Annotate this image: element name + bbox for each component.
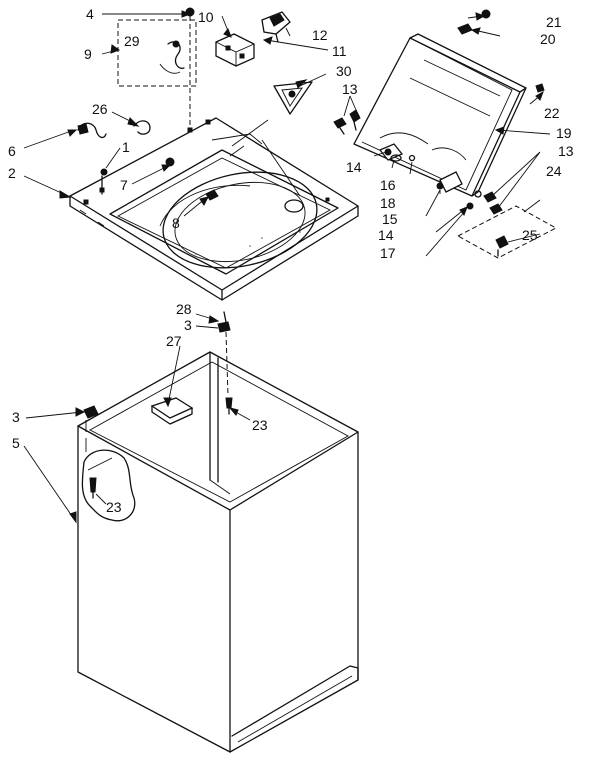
callout-10: 10 (198, 9, 214, 25)
callout-30: 30 (336, 63, 352, 79)
callout-27: 27 (166, 333, 182, 349)
top-cover (69, 117, 359, 301)
callout-1: 1 (122, 139, 130, 155)
callout-14-lower: 14 (378, 227, 394, 243)
callout-28: 28 (176, 301, 192, 317)
callout-labels: 4 9 29 10 12 11 30 13 21 20 22 19 13 24 … (8, 6, 574, 515)
callout-17: 17 (380, 245, 396, 261)
callout-6: 6 (8, 143, 16, 159)
callout-15: 15 (382, 211, 398, 227)
small-parts (77, 7, 545, 425)
callout-21: 21 (546, 14, 562, 30)
callout-22: 22 (544, 105, 560, 121)
callout-26: 26 (92, 101, 108, 117)
callout-11: 11 (332, 43, 347, 59)
callout-19: 19 (556, 125, 572, 141)
callout-13-lower: 13 (558, 143, 574, 159)
callout-9: 9 (84, 46, 92, 62)
callout-8: 8 (172, 215, 180, 231)
callout-23-lower: 23 (106, 499, 122, 515)
callout-2: 2 (8, 165, 16, 181)
arrowheads (59, 10, 544, 524)
callout-13-upper: 13 (342, 81, 358, 97)
callout-16: 16 (380, 177, 396, 193)
callout-3-upper: 3 (184, 317, 192, 333)
callout-12: 12 (312, 27, 328, 43)
callout-23-upper: 23 (252, 417, 268, 433)
callout-4: 4 (86, 6, 94, 22)
grouping-boxes (117, 19, 558, 259)
callout-20: 20 (540, 31, 556, 47)
callout-24: 24 (546, 163, 562, 179)
callout-18: 18 (380, 195, 396, 211)
callout-25: 25 (522, 227, 538, 243)
callout-7: 7 (120, 177, 128, 193)
callout-5: 5 (12, 435, 20, 451)
lid (353, 33, 527, 197)
cabinet (77, 351, 359, 753)
callout-3-lower: 3 (12, 409, 20, 425)
leader-lines (23, 13, 551, 523)
callout-14-upper: 14 (346, 159, 362, 175)
callout-29: 29 (124, 33, 140, 49)
